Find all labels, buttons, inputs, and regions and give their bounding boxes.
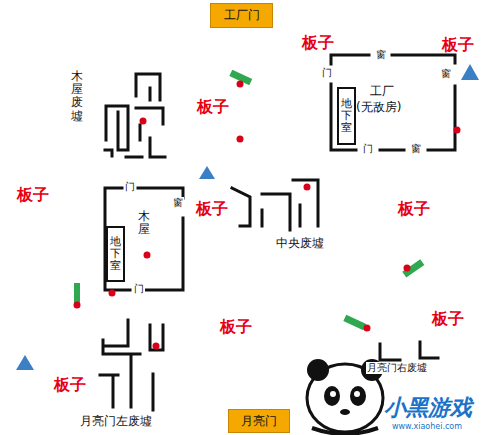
window-label: 窗	[410, 143, 422, 155]
watermark-url: www.xiaohei.com	[392, 422, 462, 432]
blue-triangles	[16, 64, 479, 370]
node-text: 工厂门	[224, 7, 260, 24]
door-label: 门	[362, 143, 374, 155]
area-name: 月亮门左废墟	[80, 414, 152, 428]
walls	[100, 55, 455, 410]
gate-box: 工厂门	[210, 3, 273, 28]
plank-label: 板子	[197, 97, 229, 116]
plank-label: 板子	[196, 199, 228, 218]
watermark: 小黑游戏	[384, 395, 472, 421]
plank-label: 板子	[17, 185, 49, 204]
window-label: 窗	[440, 68, 452, 80]
plank-label: 板子	[302, 33, 334, 52]
node-text: 地下室	[110, 236, 121, 272]
gate-box: 月亮门	[228, 409, 290, 433]
node-text: 地下室	[341, 98, 352, 134]
plank-label: 板子	[220, 317, 252, 336]
planks	[74, 70, 424, 331]
building-name: 工厂	[370, 84, 394, 98]
door-label: 门	[321, 67, 333, 79]
door-label: 门	[124, 181, 136, 193]
node-text: 月亮门	[241, 413, 277, 430]
building-note: (无敌房)	[356, 100, 401, 114]
area-name: 月亮门右废墟	[366, 362, 428, 374]
plank-label: 板子	[432, 309, 464, 328]
plank-label: 板子	[442, 35, 474, 54]
basement-box: 地下室	[106, 226, 125, 282]
plank-label: 板子	[398, 199, 430, 218]
red-dots	[74, 81, 461, 350]
window-label: 窗	[172, 197, 184, 209]
basement-box: 地下室	[337, 87, 356, 145]
area-name: 中央废墟	[276, 236, 324, 250]
building-name: 木屋	[138, 210, 150, 236]
window-label: 窗	[375, 49, 387, 61]
area-name: 木屋废墟	[71, 70, 83, 123]
door-label: 门	[133, 283, 145, 295]
plank-label: 板子	[54, 375, 86, 394]
